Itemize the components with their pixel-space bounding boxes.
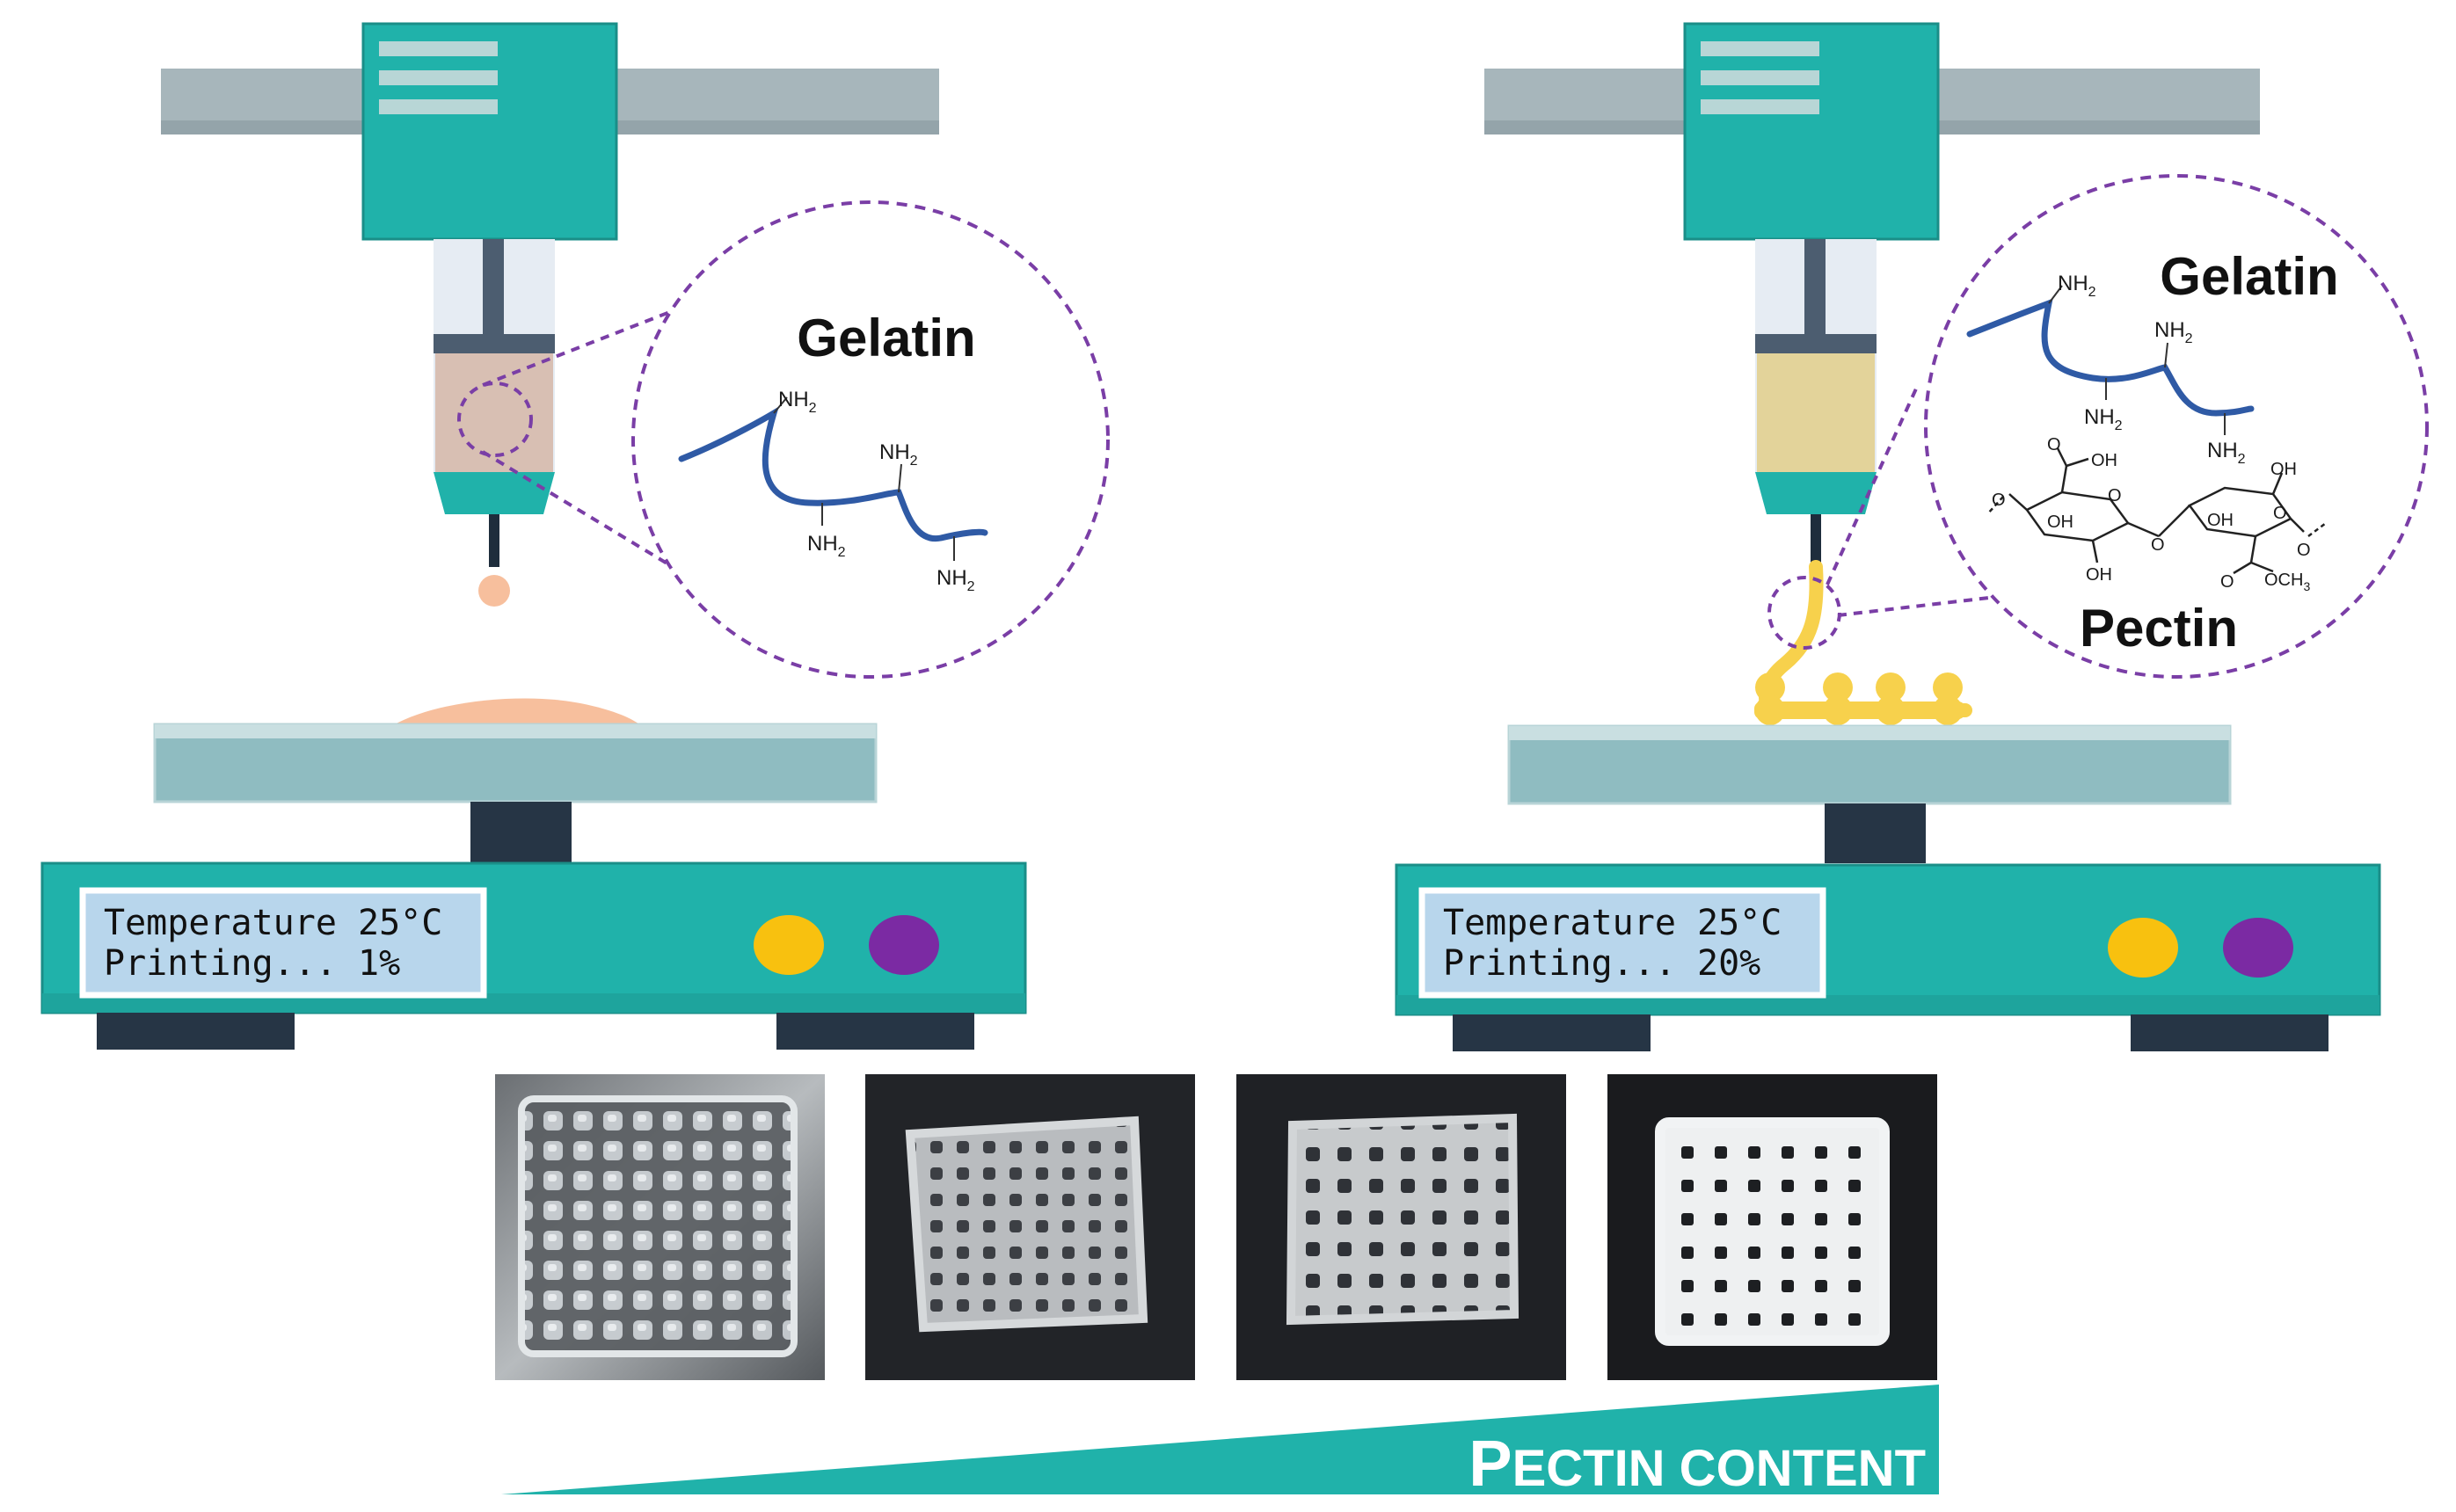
- right-display-temperature: Temperature 25°C: [1443, 903, 1782, 943]
- gelatin-pectin-ink: [1757, 353, 1875, 472]
- right-callout-title-gelatin: Gelatin: [2160, 247, 2338, 306]
- right-purple-button[interactable]: [2223, 918, 2293, 978]
- left-syringe: [434, 239, 555, 607]
- amine-label: NH2: [936, 566, 975, 594]
- pectin-content-label: PECTIN CONTENT: [1468, 1427, 1926, 1500]
- gelatin-ink: [435, 353, 553, 472]
- left-display: [79, 887, 487, 999]
- amine-label: NH2: [2207, 439, 2246, 467]
- pectin-methyl-ester: OCH3: [2264, 571, 2310, 593]
- amine-label: NH2: [2084, 405, 2123, 433]
- pectin-ring-o: O: [2273, 504, 2287, 523]
- gelatin-chain: [1966, 298, 2255, 417]
- pectin-end-o: O: [2297, 541, 2311, 560]
- pectin-structure: [1986, 447, 2327, 575]
- left-printer: Gelatin NH2 NH2 NH2 NH2 Temperature 25°C: [40, 22, 1110, 1050]
- pectin-carbonyl-o: O: [2047, 435, 2061, 454]
- right-display-progress: Printing... 20%: [1443, 943, 1760, 984]
- amine-label: NH2: [2058, 272, 2096, 300]
- gelatin-puddle: [391, 698, 642, 726]
- pectin-carboxyl: OH: [2091, 451, 2117, 470]
- pectin-content-wedge: [501, 1385, 1939, 1494]
- sample-4: [1607, 1074, 1937, 1380]
- sample-1: [495, 1074, 825, 1380]
- pectin-bridge-o: O: [2151, 535, 2165, 555]
- pectin-hydroxyl: OH: [2270, 460, 2297, 479]
- left-display-temperature: Temperature 25°C: [104, 903, 442, 943]
- amine-label: NH2: [2154, 318, 2193, 346]
- amine-label: NH2: [807, 532, 846, 560]
- gelatin-chain: [678, 406, 988, 542]
- pectin-content-gradient: PECTIN CONTENT: [501, 1385, 1939, 1500]
- sample-3: [1236, 1074, 1566, 1380]
- gelatin-droplet: [478, 575, 510, 607]
- right-callout-gelatin-pectin: Gelatin NH2 NH2 NH2 NH2: [1924, 174, 2429, 679]
- left-yellow-button[interactable]: [754, 915, 824, 975]
- right-syringe: [1755, 239, 1877, 567]
- sample-photos: [495, 1074, 1937, 1380]
- pectin-hydroxyl: OH: [2086, 565, 2112, 585]
- amine-label: NH2: [778, 388, 817, 416]
- left-purple-button[interactable]: [869, 915, 939, 975]
- pectin-hydroxyl: OH: [2207, 511, 2234, 530]
- left-callout-title: Gelatin: [797, 309, 975, 367]
- left-display-progress: Printing... 1%: [104, 943, 400, 984]
- right-display: [1418, 887, 1826, 999]
- left-printhead: [361, 22, 618, 241]
- right-yellow-button[interactable]: [2108, 918, 2178, 978]
- pectin-ester-o: O: [2220, 572, 2234, 592]
- right-printer: Gelatin NH2 NH2 NH2 NH2: [1395, 22, 2429, 1051]
- right-callout-title-pectin: Pectin: [2080, 599, 2238, 658]
- left-callout-gelatin: Gelatin NH2 NH2 NH2 NH2: [631, 200, 1110, 679]
- right-printhead: [1683, 22, 1940, 241]
- amine-label: NH2: [879, 440, 918, 469]
- pectin-end-o: O: [1992, 491, 2006, 510]
- sample-2: [865, 1074, 1195, 1380]
- pectin-ring-o: O: [2108, 486, 2122, 505]
- pectin-hydroxyl: OH: [2047, 512, 2073, 532]
